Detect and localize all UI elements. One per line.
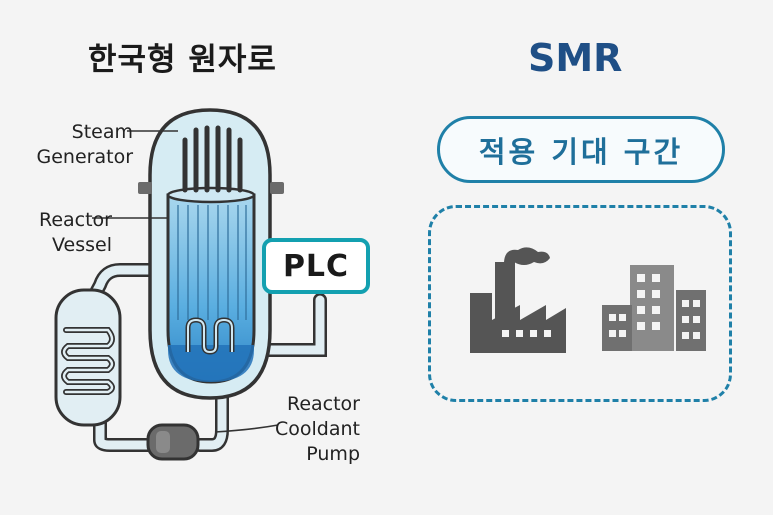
factory-icon <box>470 247 566 353</box>
smr-title: SMR <box>528 36 623 80</box>
coolant-pump-icon <box>146 423 200 461</box>
coolant-pipes <box>85 263 327 452</box>
plc-box: PLC <box>262 238 370 294</box>
coolant-pump-label: Reactor Cooldant Pump <box>275 393 360 465</box>
heat-exchanger <box>54 288 122 427</box>
buildings-icon <box>602 265 706 351</box>
reactor-vessel-label: Reactor Vessel <box>38 209 112 256</box>
reactor-title: 한국형 원자로 <box>88 42 277 78</box>
callout-lines <box>92 130 279 433</box>
steam-generator-tubes <box>182 125 243 193</box>
reactor-core <box>166 186 256 384</box>
application-zone <box>428 205 732 402</box>
steam-generator-label: Steam Generator <box>36 121 133 168</box>
plc-label: PLC <box>282 248 350 284</box>
expected-zone-label: 적용 기대 구간 <box>478 134 684 169</box>
expected-zone-pill: 적용 기대 구간 <box>437 116 725 183</box>
